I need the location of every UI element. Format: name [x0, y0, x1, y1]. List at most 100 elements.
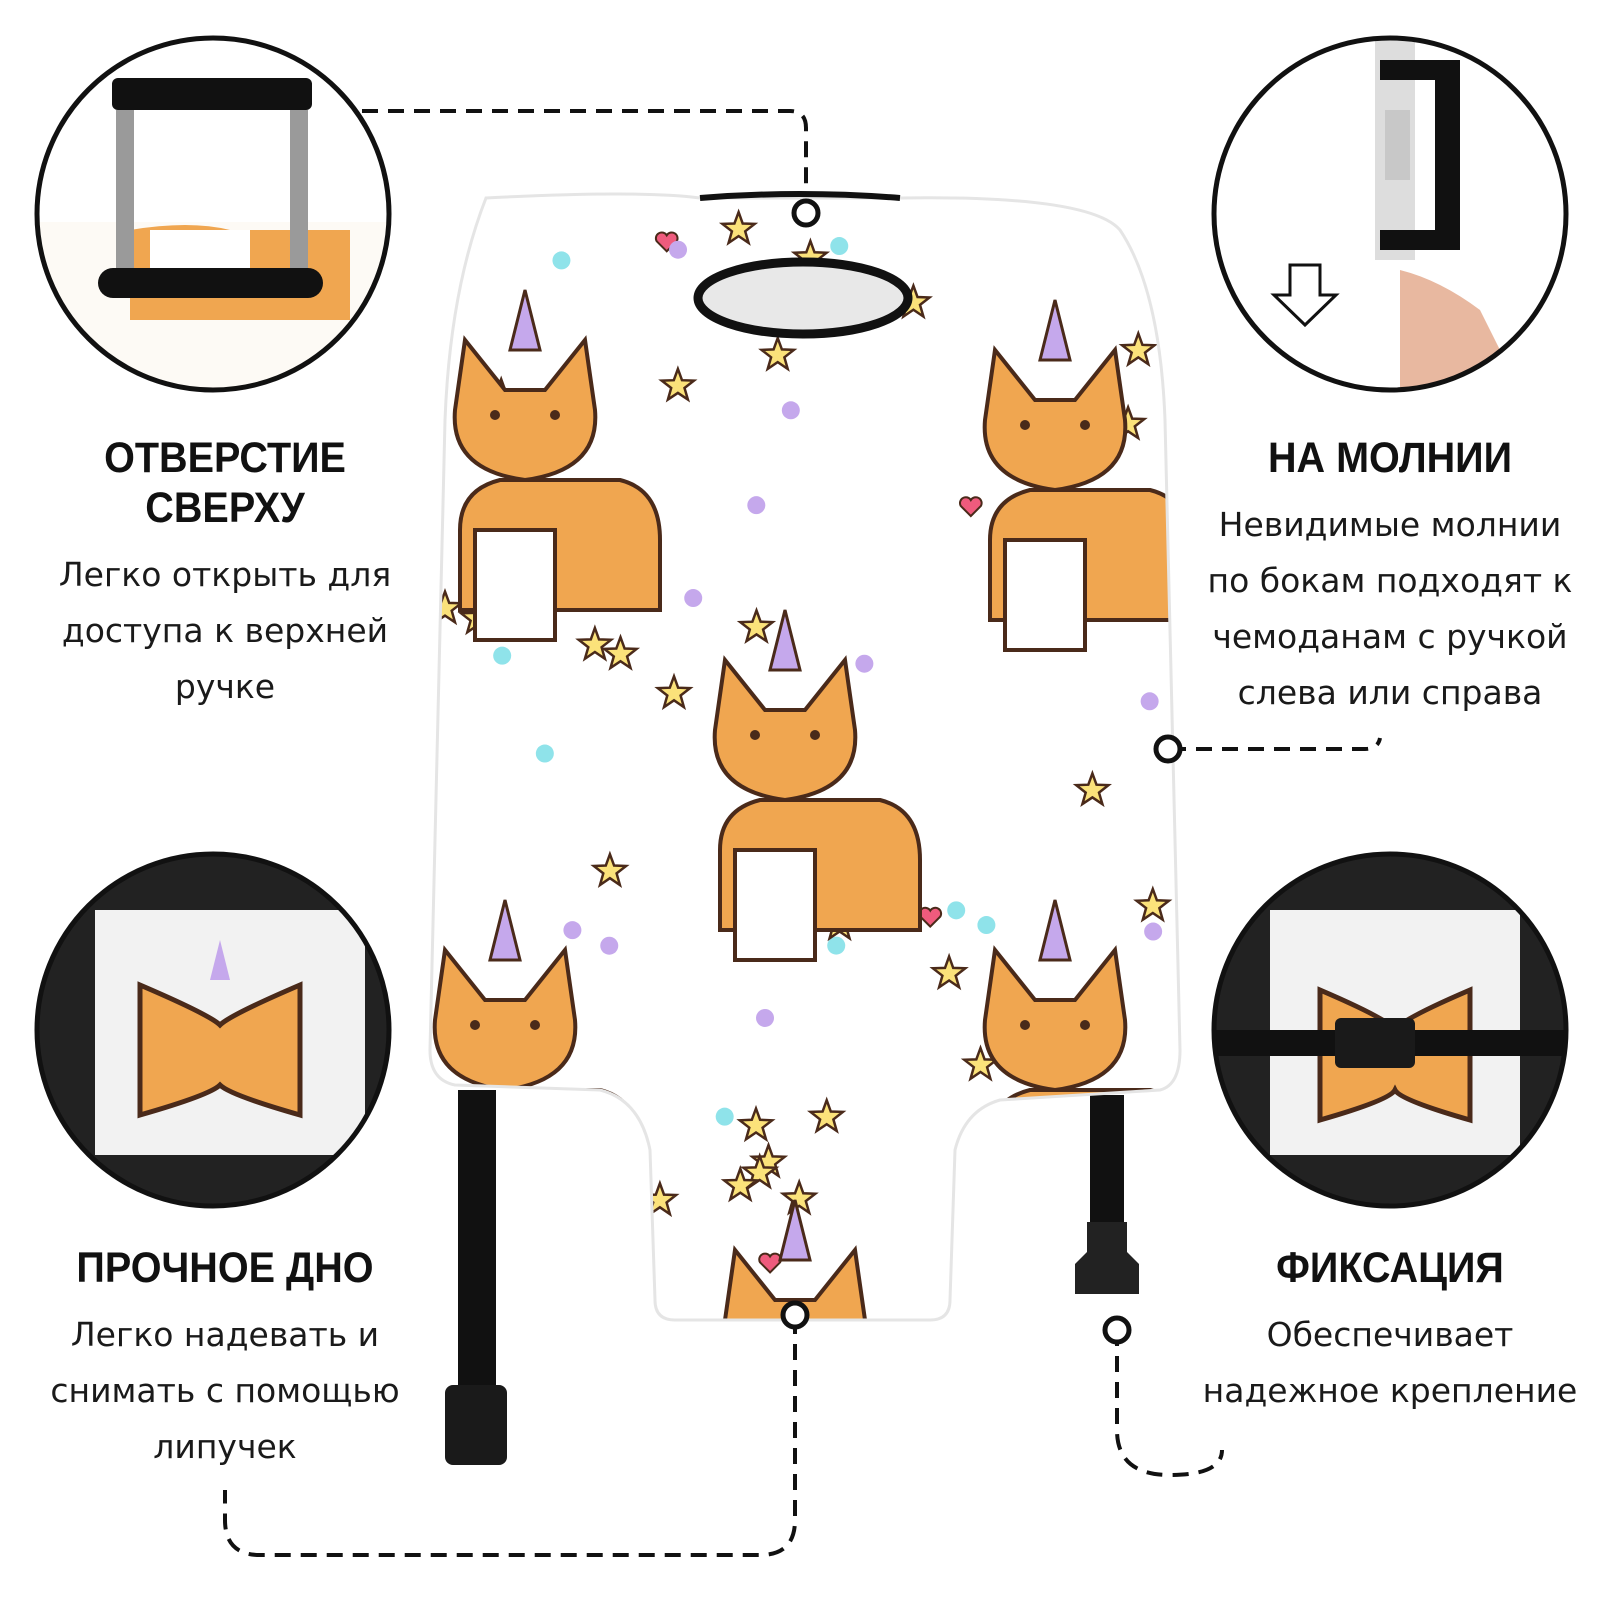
pattern-dot — [827, 936, 846, 955]
feature-desc-line: по бокам подходят к — [1207, 561, 1573, 600]
star-icon — [600, 633, 641, 671]
pattern-dot — [781, 401, 800, 420]
star-icon — [720, 1165, 760, 1203]
pattern-dot — [1140, 692, 1159, 711]
bottom-straps — [445, 1090, 1139, 1465]
star-icon — [575, 624, 615, 662]
unicorn-horn-icon — [1038, 299, 1072, 362]
corgi-head — [712, 655, 858, 803]
feature-zipper: НА МОЛНИИ Невидимые молнии по бокам подх… — [1180, 433, 1600, 721]
marker-zipper — [1153, 734, 1183, 764]
connector-bottom — [223, 1318, 797, 1557]
feature-desc-line: надежное крепление — [1202, 1371, 1578, 1410]
feature-desc-line: снимать с помощью — [50, 1371, 400, 1410]
pattern-dot — [535, 744, 554, 763]
star-icon — [1072, 769, 1112, 808]
feature-title: НА МОЛНИИ — [1267, 434, 1513, 482]
corgi-eye — [530, 1020, 540, 1030]
detail-zipper — [1211, 35, 1569, 393]
connector-top — [362, 109, 808, 212]
star-icon — [590, 850, 630, 888]
corgi-eye — [750, 730, 760, 740]
star-icon — [592, 1154, 632, 1192]
feature-desc-line: Легко надевать и — [70, 1315, 380, 1354]
corgi-body — [730, 1390, 930, 1520]
corgi-head — [452, 335, 598, 483]
heart-icon — [959, 496, 983, 518]
pattern-dot — [669, 240, 688, 259]
feature-desc-line: Легко открыть для — [58, 555, 392, 594]
connector-zipper — [1170, 737, 1382, 751]
star-icon — [929, 952, 969, 991]
star-icon — [736, 606, 777, 645]
corgi-head — [722, 1245, 868, 1320]
pattern-dot — [977, 916, 996, 935]
connector-fixation — [1115, 1330, 1224, 1478]
corgi-chest — [733, 848, 817, 962]
neck-binding — [699, 191, 901, 201]
unicorn-horn-icon — [778, 1199, 812, 1262]
detail-top-handle — [34, 35, 392, 393]
corgi-chest — [473, 528, 557, 642]
pattern-dot — [947, 901, 966, 920]
unicorn-horn-icon — [488, 899, 522, 962]
star-icon — [779, 1178, 819, 1216]
corgi-head — [982, 345, 1128, 493]
unicorn-horn-icon — [1038, 899, 1072, 962]
star-icon — [506, 1170, 547, 1208]
pattern-dot — [684, 589, 703, 608]
corgi-chest — [745, 1440, 825, 1550]
luggage-cover — [430, 194, 1180, 1550]
corgi-eye — [1020, 1020, 1030, 1030]
pattern-dot — [563, 921, 582, 940]
feature-title: ПРОЧНОЕ ДНО — [76, 1244, 374, 1292]
marker-fixation — [1102, 1315, 1132, 1345]
corgi-eye — [810, 730, 820, 740]
pattern-dot — [855, 654, 874, 673]
feature-desc-line: слева или справа — [1237, 673, 1543, 712]
pattern-dot — [747, 496, 766, 515]
star-icon — [718, 208, 759, 246]
feature-desc-line: чемоданам с ручкой — [1212, 617, 1568, 656]
star-icon — [1133, 885, 1173, 923]
feature-desc-line: доступа к верхней — [61, 611, 389, 650]
feature-desc-line: Невидимые молнии — [1218, 505, 1562, 544]
velcro-tab — [445, 1385, 507, 1465]
pattern-dot — [1144, 922, 1163, 941]
feature-desc-line: липучек — [153, 1427, 297, 1466]
unicorn-horn-icon — [768, 609, 802, 672]
feature-title: ОТВЕРСТИЕ СВЕРХУ — [104, 434, 346, 532]
marker-bottom — [780, 1300, 810, 1330]
star-icon — [758, 334, 798, 372]
detail-fixation — [1211, 851, 1569, 1209]
corgi-chest — [1003, 1138, 1087, 1252]
pattern-dot — [552, 251, 571, 270]
feature-bottom: ПРОЧНОЕ ДНО Легко надевать и снимать с п… — [10, 1243, 440, 1475]
top-opening — [693, 257, 913, 339]
connector-lines — [223, 109, 1382, 1557]
star-icon — [807, 1096, 847, 1134]
pattern-dot — [493, 646, 512, 665]
corgi-eye — [1080, 420, 1090, 430]
corgi-eye — [490, 410, 500, 420]
feature-fixation: ФИКСАЦИЯ Обеспечивает надежное крепление — [1180, 1243, 1600, 1419]
feature-desc-line: ручке — [174, 667, 276, 706]
star-icon — [740, 1152, 780, 1190]
feature-title: ФИКСАЦИЯ — [1276, 1244, 1504, 1292]
pattern-dot — [756, 1008, 775, 1027]
star-icon — [987, 1187, 1027, 1225]
star-icon — [736, 1104, 776, 1143]
pattern-dot — [715, 1107, 734, 1126]
corgi-chest — [1003, 538, 1087, 652]
unicorn-horn-icon — [508, 289, 542, 352]
star-icon — [658, 365, 698, 403]
corgi-eye — [1080, 1020, 1090, 1030]
marker-top — [791, 198, 821, 228]
feature-top-opening: ОТВЕРСТИЕ СВЕРХУ Легко открыть для досту… — [10, 433, 440, 715]
buckle-icon — [1075, 1222, 1139, 1294]
pattern-dot — [600, 936, 619, 955]
corgi-head — [982, 945, 1128, 1093]
pattern-dot — [830, 237, 849, 256]
